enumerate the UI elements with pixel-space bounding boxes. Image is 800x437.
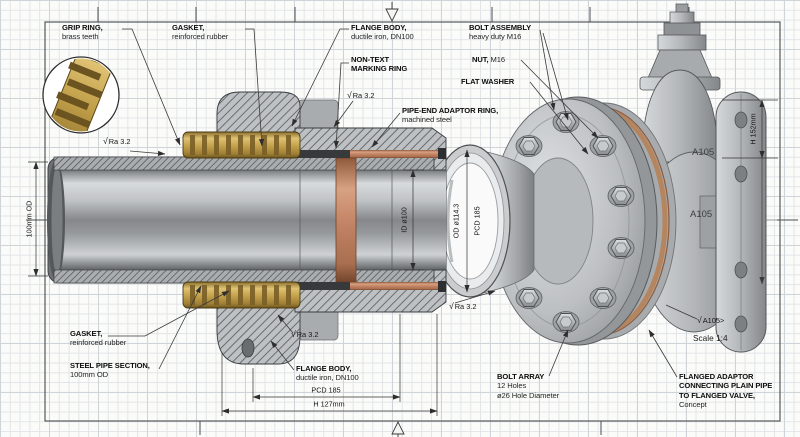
leader-lines xyxy=(108,28,698,378)
surface-finish-icon: √ xyxy=(347,90,352,100)
callout-bolt-array: BOLT ARRAY 12 Holes ø26 Hole Diameter xyxy=(497,372,559,400)
callout-bolt-assembly: BOLT ASSEMBLY heavy duty M16 xyxy=(469,23,531,42)
bolt-nut xyxy=(589,287,617,309)
bolt-hole xyxy=(734,165,748,183)
section-arrow-top xyxy=(385,2,399,23)
dim-adaptor-od: OD ø114.3 xyxy=(451,203,461,239)
surface-finish-icon: √ xyxy=(697,315,702,325)
flange-body-section-top xyxy=(182,91,447,171)
grip-ring-bottom xyxy=(182,281,301,309)
dim-pipe-od: 100mm OD xyxy=(24,200,34,238)
callout-sub: 100mm OD xyxy=(70,370,109,380)
callout-gasket-bottom: GASKET, reinforced rubber xyxy=(70,329,126,348)
callout-title: GASKET, xyxy=(172,23,205,32)
callout-flanged-adaptor: FLANGED ADAPTOR CONNECTING PLAIN PIPE TO… xyxy=(679,372,772,410)
grip-ring-top xyxy=(182,131,301,159)
callout-title: TO FLANGED VALVE, xyxy=(679,390,755,400)
flange-bolt-hole xyxy=(241,338,255,358)
dim-valve-height: H 152mm xyxy=(748,113,758,145)
bolt-hole xyxy=(734,111,748,129)
bolt-hole xyxy=(734,261,748,279)
section-arrow-bottom xyxy=(391,420,405,437)
material-spec-mark: √A105> xyxy=(697,315,725,325)
callout-sub: machined steel xyxy=(402,115,452,125)
dim-overall-width: H 127mm xyxy=(313,399,345,409)
adaptor-ring-strip-top xyxy=(350,150,440,158)
callout-non-text-marking-ring: NON-TEXT MARKING RING xyxy=(351,55,407,74)
dim-bore-id: ID ø100 xyxy=(399,207,409,233)
surface-finish-mark: √Ra 3.2 xyxy=(291,329,319,339)
callout-sub: Concept xyxy=(679,400,707,410)
callout-title: FLANGED ADAPTOR xyxy=(679,372,754,381)
callout-title: MARKING RING xyxy=(351,64,408,74)
callout-nut: NUT, M16 xyxy=(472,55,505,64)
dimension-lines xyxy=(28,99,778,416)
callout-title: STEEL PIPE SECTION, xyxy=(70,361,150,370)
surface-finish-mark: √Ra 3.2 xyxy=(103,136,131,146)
surface-finish-mark: √Ra 3.2 xyxy=(347,90,375,100)
bolt-nut xyxy=(552,311,580,333)
bolt-nut xyxy=(515,135,543,157)
callout-flange-body-top: FLANGE BODY, ductile iron, DN100 xyxy=(351,23,414,42)
callout-gasket-top: GASKET, reinforced rubber xyxy=(172,23,228,42)
dim-pcd-horizontal: PCD 185 xyxy=(311,385,341,395)
scale-note: Scale 1:4 xyxy=(693,333,728,343)
callout-title: FLANGE BODY, xyxy=(296,364,352,373)
callout-sub: M16 xyxy=(488,55,505,64)
pipe-wall-hatch-top xyxy=(53,156,447,171)
valve-flange xyxy=(715,91,767,353)
callout-title: FLAT WASHER xyxy=(461,77,515,86)
callout-pipe-end-adaptor-ring: PIPE-END ADAPTOR RING, machined steel xyxy=(402,106,498,125)
callout-sub: brass teeth xyxy=(62,32,99,42)
callout-title: GASKET, xyxy=(70,329,103,338)
callout-sub: reinforced rubber xyxy=(172,32,229,42)
surface-finish-icon: √ xyxy=(103,136,108,146)
valve-material-label: A105 xyxy=(692,147,715,158)
callout-title: BOLT ARRAY xyxy=(497,372,545,381)
callout-sub: ductile iron, DN100 xyxy=(351,32,414,42)
callout-steel-pipe-section: STEEL PIPE SECTION, 100mm OD xyxy=(70,361,150,380)
bolt-nut xyxy=(607,185,635,207)
surface-finish-icon: √ xyxy=(449,301,454,311)
callout-flat-washer: FLAT WASHER xyxy=(461,77,514,86)
callout-sub: reinforced rubber xyxy=(70,338,127,348)
valve-material-label: A105 xyxy=(690,209,713,220)
callout-sub: ø26 Hole Diameter xyxy=(497,390,560,400)
pipe-end-ring xyxy=(429,144,511,298)
flange-body-section-bottom xyxy=(182,269,447,365)
callout-grip-ring: GRIP RING, brass teeth xyxy=(62,23,103,42)
marking-ring xyxy=(335,157,357,283)
dim-pcd-vertical: PCD 185 xyxy=(472,206,482,236)
callout-title: PIPE-END ADAPTOR RING, xyxy=(402,106,499,115)
adaptor-ring-strip-bottom xyxy=(350,282,440,290)
callout-sub: heavy duty M16 xyxy=(469,32,522,42)
bolt-nut xyxy=(607,237,635,259)
surface-finish-icon: √ xyxy=(291,329,296,339)
callout-sub: ductile iron, DN100 xyxy=(296,373,359,383)
steel-pipe-section xyxy=(47,156,447,284)
callout-flange-body-bottom: FLANGE BODY, ductile iron, DN100 xyxy=(296,364,359,383)
callout-title: BOLT ASSEMBLY xyxy=(469,23,532,32)
surface-finish-mark: √Ra 3.2 xyxy=(449,301,477,311)
callout-title: NUT, xyxy=(472,55,489,64)
callout-sub: 12 Holes xyxy=(497,381,527,391)
bolt-hole xyxy=(734,315,748,333)
callout-title: CONNECTING PLAIN PIPE xyxy=(679,381,773,391)
bolt-nut xyxy=(589,135,617,157)
pipe-wall-hatch-bottom xyxy=(53,269,447,284)
callout-title: FLANGE BODY, xyxy=(351,23,407,32)
callout-title: GRIP RING, xyxy=(62,23,103,32)
bolt-nut xyxy=(515,287,543,309)
callout-title: NON-TEXT xyxy=(351,55,390,64)
